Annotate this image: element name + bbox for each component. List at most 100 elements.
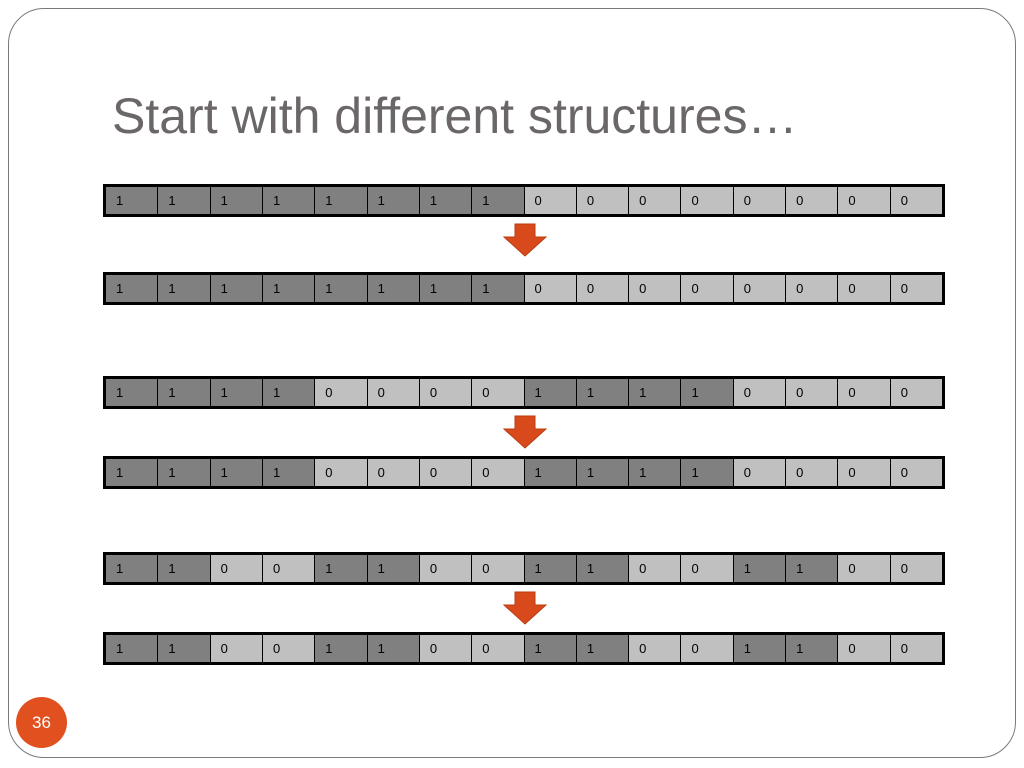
bit-cell: 0 [629, 275, 682, 302]
bit-cell: 1 [681, 459, 734, 486]
bit-cell: 0 [472, 379, 525, 406]
bit-cell: 1 [210, 379, 263, 406]
bit-cell: 1 [419, 275, 473, 302]
bit-cell: 0 [210, 635, 263, 662]
bit-cell: 1 [158, 275, 211, 302]
bit-cell: 1 [158, 555, 211, 582]
bit-cell: 0 [890, 635, 942, 662]
bit-cell: 0 [419, 459, 473, 486]
bit-cell: 1 [262, 379, 316, 406]
bit-cell: 0 [890, 379, 942, 406]
bit-cell: 1 [681, 379, 734, 406]
bit-cell: 0 [838, 379, 891, 406]
bit-cell: 1 [315, 635, 368, 662]
bit-cell: 1 [106, 459, 159, 486]
bit-cell: 1 [524, 555, 577, 582]
bit-cell: 0 [733, 379, 787, 406]
bit-cell: 1 [106, 187, 159, 214]
bit-cell: 0 [524, 187, 577, 214]
bit-cell: 1 [106, 555, 159, 582]
bit-cell: 0 [315, 459, 368, 486]
bit-cell: 0 [681, 275, 734, 302]
bit-cell: 0 [629, 187, 682, 214]
bit-cell: 0 [419, 635, 473, 662]
bit-cell: 0 [733, 187, 787, 214]
bit-cell: 0 [838, 459, 891, 486]
bit-cell: 0 [315, 379, 368, 406]
bit-cell: 0 [472, 555, 525, 582]
bit-cell: 1 [315, 555, 368, 582]
bit-cell: 0 [576, 275, 630, 302]
bit-cell: 1 [472, 275, 525, 302]
bit-cell: 1 [786, 635, 839, 662]
bit-cell: 1 [158, 635, 211, 662]
bit-cell: 0 [472, 459, 525, 486]
bit-cell: 1 [262, 187, 316, 214]
bit-cell: 0 [786, 275, 839, 302]
bit-cell: 0 [733, 275, 787, 302]
bit-cell: 1 [210, 275, 263, 302]
bit-cell: 0 [210, 555, 263, 582]
bit-cell: 1 [262, 459, 316, 486]
bit-cell: 1 [576, 379, 630, 406]
bit-cell: 0 [733, 459, 787, 486]
bit-cell: 0 [890, 275, 942, 302]
bit-cell: 1 [158, 459, 211, 486]
bit-cell: 0 [890, 555, 942, 582]
bit-cell: 1 [419, 187, 473, 214]
bit-cell: 1 [315, 275, 368, 302]
bit-cell: 1 [262, 275, 316, 302]
bit-cell: 1 [786, 555, 839, 582]
page-title: Start with different structures… [112, 88, 798, 144]
bit-cell: 1 [524, 379, 577, 406]
bit-cell: 1 [629, 459, 682, 486]
bit-cell: 1 [158, 187, 211, 214]
bit-cell: 1 [576, 555, 630, 582]
bit-cell: 0 [681, 187, 734, 214]
bit-cell: 0 [367, 379, 420, 406]
bit-cell: 1 [106, 379, 159, 406]
bit-cell: 1 [576, 459, 630, 486]
bit-cell: 0 [367, 459, 420, 486]
bit-cell: 1 [367, 275, 420, 302]
bit-cell: 1 [472, 187, 525, 214]
down-arrow-icon [503, 415, 547, 449]
bit-cell: 0 [681, 555, 734, 582]
bit-cell: 0 [786, 187, 839, 214]
bit-cell: 1 [367, 187, 420, 214]
bit-cell: 1 [158, 379, 211, 406]
bit-cell: 1 [524, 635, 577, 662]
bit-cell: 1 [576, 635, 630, 662]
bit-cell: 0 [786, 379, 839, 406]
bit-cell: 1 [367, 555, 420, 582]
bit-cell: 1 [733, 555, 787, 582]
down-arrow-icon [503, 591, 547, 625]
down-arrow-icon [503, 223, 547, 257]
bit-cell: 0 [890, 459, 942, 486]
bit-cell: 1 [210, 459, 263, 486]
bit-cell: 0 [419, 379, 473, 406]
bit-cell: 1 [106, 275, 159, 302]
bit-cell: 0 [576, 187, 630, 214]
bit-cell: 0 [629, 555, 682, 582]
bit-cell: 0 [838, 275, 891, 302]
bit-cell: 1 [367, 635, 420, 662]
bit-cell: 0 [524, 275, 577, 302]
bit-cell: 0 [838, 555, 891, 582]
bit-cell: 1 [210, 187, 263, 214]
bit-cell: 0 [838, 187, 891, 214]
bit-cell: 0 [838, 635, 891, 662]
bit-cell: 0 [681, 635, 734, 662]
bit-cell: 1 [106, 635, 159, 662]
bit-cell: 1 [733, 635, 787, 662]
bit-cell: 1 [524, 459, 577, 486]
bit-cell: 0 [472, 635, 525, 662]
bit-cell: 0 [419, 555, 473, 582]
bit-cell: 0 [890, 187, 942, 214]
